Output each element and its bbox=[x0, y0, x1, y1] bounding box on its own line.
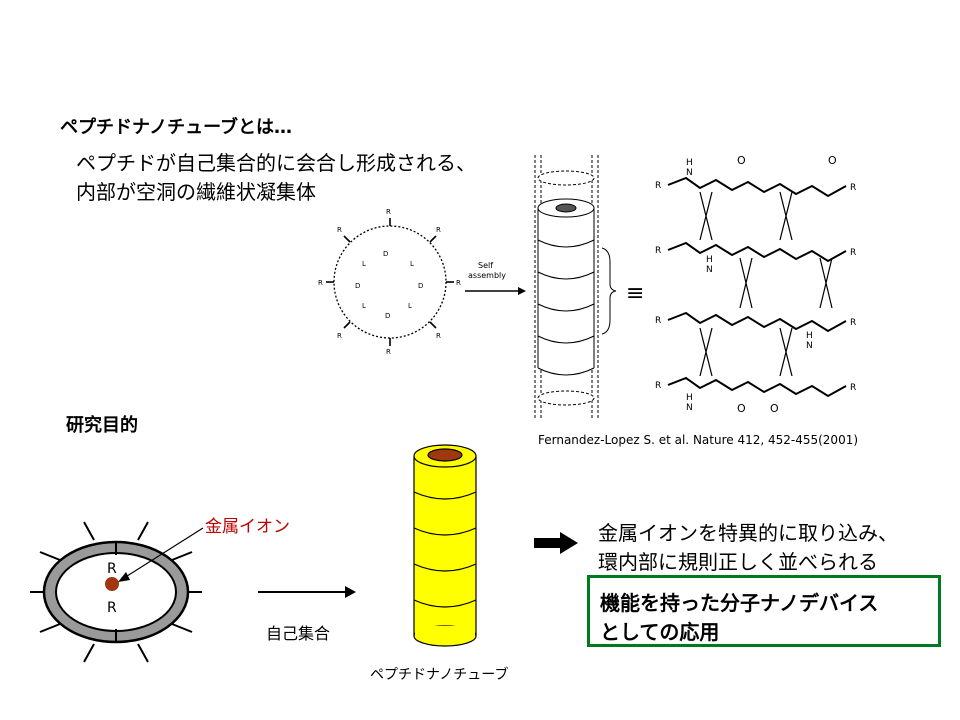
ring-r-label-5: R bbox=[386, 348, 391, 356]
yellow-nanotube bbox=[413, 444, 477, 647]
network-h-label-4: H bbox=[686, 393, 693, 403]
network-n-label-2: N bbox=[706, 265, 713, 275]
nanotube-stack-diagram bbox=[534, 155, 617, 418]
ring-letter-5: D bbox=[385, 312, 390, 320]
ring-letter-3: D bbox=[418, 282, 423, 290]
network-r-label-2: R bbox=[850, 183, 856, 193]
application-box bbox=[587, 575, 941, 647]
peptide-ring-diagram bbox=[30, 521, 202, 663]
ring-r-label-8: R bbox=[337, 226, 342, 234]
network-r-label-3: R bbox=[655, 246, 661, 256]
ring-letter-6: L bbox=[362, 302, 366, 310]
ring-r-label-6: R bbox=[337, 332, 342, 340]
application-box-line2: としての応用 bbox=[600, 620, 720, 644]
hydrogen-bond-network-diagram bbox=[667, 176, 847, 398]
ring-r-label-7: R bbox=[318, 279, 323, 287]
result-arrow bbox=[534, 532, 578, 554]
ring-r-top-label: R bbox=[107, 561, 117, 577]
network-n-label-3: N bbox=[806, 341, 813, 351]
ring-letter-4: L bbox=[408, 302, 412, 310]
intro-heading: ペプチドナノチューブとは… bbox=[60, 117, 293, 138]
self-assembly-label-line2: assembly bbox=[468, 271, 506, 280]
self-assembly-label-line1: Self bbox=[478, 261, 493, 270]
intro-description-line2: 内部が空洞の繊維状凝集体 bbox=[76, 180, 316, 204]
network-r-label-4: R bbox=[850, 248, 856, 258]
intro-description-line1: ペプチドが自己集合的に会合し形成される、 bbox=[76, 151, 476, 175]
result-text-line1: 金属イオンを特異的に取り込み、 bbox=[598, 521, 898, 545]
network-h-label-2: H bbox=[706, 255, 713, 265]
network-o-label-4: O bbox=[770, 402, 779, 415]
equivalent-symbol: ≡ bbox=[626, 281, 644, 306]
network-n-label-4: N bbox=[686, 403, 693, 413]
ring-r-label-2: R bbox=[436, 226, 441, 234]
ring-r-bottom-label: R bbox=[107, 600, 117, 616]
network-r-label-1: R bbox=[655, 181, 661, 191]
ring-r-label-4: R bbox=[436, 332, 441, 340]
network-o-label-2: O bbox=[828, 154, 837, 167]
network-h-label-1: H bbox=[686, 158, 693, 168]
assembly-arrow bbox=[258, 586, 356, 598]
network-r-label-8: R bbox=[850, 383, 856, 393]
ring-letter-2: L bbox=[410, 260, 414, 268]
network-r-label-6: R bbox=[850, 318, 856, 328]
metal-ion-label: 金属イオン bbox=[205, 517, 290, 537]
ring-letter-1: D bbox=[383, 250, 388, 258]
network-h-label-3: H bbox=[806, 331, 813, 341]
nanotube-caption: ペプチドナノチューブ bbox=[370, 667, 509, 683]
application-box-line1: 機能を持った分子ナノデバイス bbox=[600, 591, 879, 615]
result-text-line2: 環内部に規則正しく並べられる bbox=[598, 550, 878, 574]
network-n-label-1: N bbox=[686, 168, 693, 178]
atom-labels: R R R R R R R R O O O O H N H N H N H N bbox=[655, 154, 856, 415]
cyclic-peptide-diagram: D L D L D L D L R R R R R R R R bbox=[318, 208, 461, 356]
purpose-heading: 研究目的 bbox=[66, 415, 138, 436]
network-o-label-3: O bbox=[737, 402, 746, 415]
network-r-label-7: R bbox=[655, 381, 661, 391]
ring-letter-7: D bbox=[355, 282, 360, 290]
self-assembly-label: 自己集合 bbox=[266, 624, 331, 643]
network-o-label-1: O bbox=[737, 154, 746, 167]
ring-letter-8: L bbox=[362, 260, 366, 268]
citation-text: Fernandez-Lopez S. et al. Nature 412, 45… bbox=[538, 433, 859, 447]
ring-r-label-1: R bbox=[386, 208, 391, 216]
ring-r-label-3: R bbox=[456, 279, 461, 287]
network-r-label-5: R bbox=[655, 316, 661, 326]
metal-ion-pointer-arrow bbox=[118, 527, 204, 582]
self-assembly-arrow: Self assembly bbox=[465, 261, 526, 295]
metal-ion-dot bbox=[105, 577, 119, 591]
